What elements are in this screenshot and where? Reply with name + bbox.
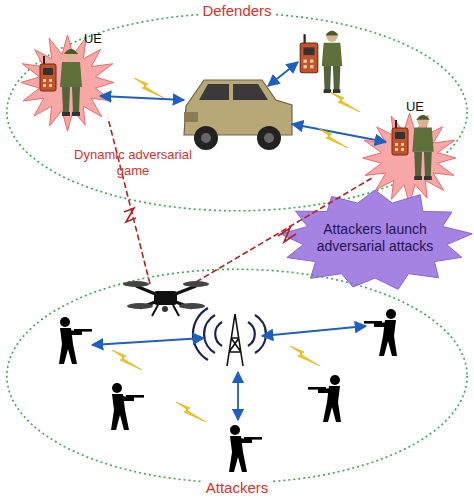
attacker-soldier	[229, 425, 262, 472]
drone-arm	[140, 298, 165, 308]
drone-rotor	[127, 303, 153, 309]
starburst-shape	[20, 35, 115, 130]
dashed-ellipse	[5, 268, 469, 484]
vehicle-hub	[264, 133, 274, 143]
ue-burst: UE	[20, 35, 115, 130]
attacker-soldier	[364, 309, 397, 356]
link-arrow	[268, 62, 298, 86]
drone-arm	[136, 286, 165, 298]
lightning-bolt	[176, 402, 206, 422]
link-arrow	[92, 338, 204, 345]
vehicle-window	[199, 84, 229, 100]
attacker-soldier	[111, 383, 144, 430]
drone-arms	[136, 286, 196, 308]
drone-rotor	[123, 281, 149, 287]
attackers-group: Attackers	[5, 268, 469, 484]
drone	[123, 281, 209, 316]
drone-arm	[165, 298, 192, 308]
defenders-group: DefendersUEUE	[5, 12, 469, 212]
drone-body	[154, 291, 177, 305]
vehicle-hub	[201, 133, 211, 143]
lightning-bolt	[318, 128, 348, 148]
ue-burst: UE	[362, 113, 457, 203]
burst-outline	[363, 113, 456, 204]
radio-wave	[215, 322, 222, 346]
defender-top-right	[300, 31, 342, 93]
drone-rotor	[179, 303, 205, 309]
radio-wave	[204, 315, 215, 353]
signal-zigzag	[124, 208, 136, 222]
vehicle-body	[184, 80, 292, 135]
group-outline	[7, 13, 467, 211]
drone-leg	[152, 305, 158, 316]
burst-outline	[281, 190, 473, 289]
node-label: UE	[398, 99, 432, 115]
lightning-bolt	[112, 350, 142, 370]
link-arrow	[292, 124, 386, 142]
lightning-bolt	[134, 78, 164, 98]
attack-line	[108, 118, 150, 284]
link-arrow	[262, 326, 366, 336]
starburst-shape	[362, 113, 457, 203]
group-outline	[7, 269, 467, 482]
caption-label: Dynamic adversarial game	[72, 147, 194, 178]
drone-leg	[173, 305, 179, 316]
link-arrow	[237, 372, 239, 420]
node-label: UE	[76, 31, 110, 47]
attacker-soldier	[308, 375, 341, 422]
attack-burst: Attackers launch adversarial attacks	[280, 190, 470, 290]
radio-wave	[193, 308, 208, 360]
radio-wave	[255, 315, 266, 353]
radio-device	[300, 34, 318, 72]
drone-rotor	[183, 281, 209, 287]
link-arrows-top	[100, 62, 386, 142]
radio-tower	[193, 308, 266, 366]
vehicle-wheel	[257, 126, 281, 150]
attacker-soldier-mirrored	[308, 309, 397, 422]
tower-lattice	[227, 314, 243, 366]
drone-arm	[165, 286, 196, 298]
lightning-bolt	[290, 346, 320, 366]
military-vehicle	[184, 80, 292, 150]
link-arrow	[100, 96, 184, 100]
drone-camera	[162, 306, 168, 312]
node-label: Defenders	[5, 2, 469, 20]
link-arrows-bottom	[92, 326, 366, 420]
lightning-bolt	[330, 92, 360, 112]
burst-outline	[21, 35, 114, 131]
soldier	[322, 31, 342, 93]
vehicle-window	[233, 84, 268, 100]
node-label: Attackers launch adversarial attacks	[307, 221, 443, 255]
radio-waves	[193, 308, 266, 360]
attacker-soldier	[59, 317, 92, 364]
signal-marks	[124, 208, 296, 242]
vehicle-wheel	[194, 126, 218, 150]
vehicle-grill	[184, 112, 198, 122]
node-label: Attackers	[5, 479, 469, 497]
radio-wave	[248, 322, 255, 346]
